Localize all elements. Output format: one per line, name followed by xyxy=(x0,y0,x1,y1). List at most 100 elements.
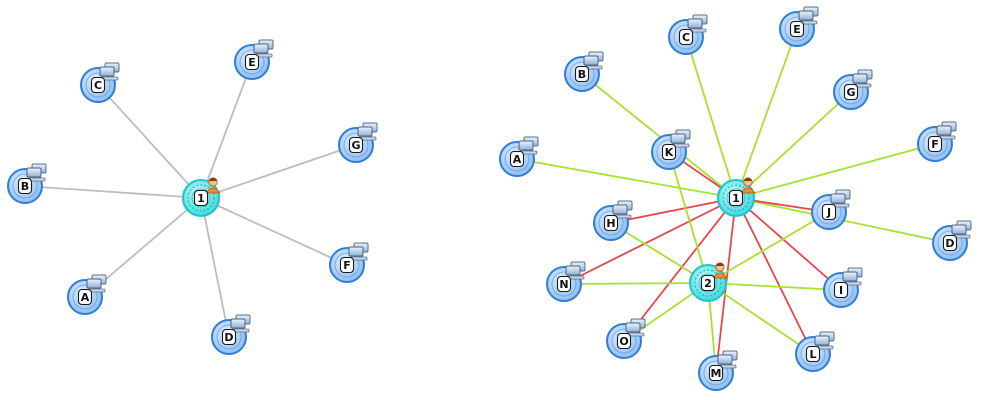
user-icon xyxy=(205,177,221,194)
graph-right-hub-label-1-badge xyxy=(728,189,744,207)
graph-right-device-label-H-badge xyxy=(603,214,619,232)
graph-right-hub-2[interactable]: 2 xyxy=(689,262,728,302)
graph-left-device-C[interactable]: C xyxy=(80,62,120,103)
graph-left-device-A[interactable]: A xyxy=(67,274,107,315)
graph-right-edge-1-G[interactable] xyxy=(735,91,852,199)
graph-right-edge-1-I[interactable] xyxy=(735,197,842,291)
graph-left-device-label-E-badge xyxy=(244,53,260,71)
graph-right-edge-1-B[interactable] xyxy=(581,73,737,199)
graph-right-device-label-F: F xyxy=(931,138,939,151)
computer-icon xyxy=(830,189,851,208)
computer-icon xyxy=(99,62,120,81)
graph-right-device-F[interactable]: F xyxy=(917,121,957,162)
graph-right-device-label-E: E xyxy=(793,23,801,36)
graph-right-hub-1[interactable]: 1 xyxy=(717,177,756,217)
computer-icon xyxy=(518,136,539,155)
graph-right-device-label-I-badge xyxy=(833,281,849,299)
graph-left-device-label-D: D xyxy=(224,331,233,344)
graph-right-edge-1-N[interactable] xyxy=(563,197,737,285)
graph-right-edge-1-A[interactable] xyxy=(516,158,737,199)
graph-right-edge-1-H[interactable] xyxy=(610,197,737,224)
graph-right-device-J[interactable]: J xyxy=(811,189,851,230)
computer-icon xyxy=(625,318,646,337)
graph-left-edge-1-F[interactable] xyxy=(200,197,348,266)
edges-layer xyxy=(24,28,951,374)
graph-right-device-M[interactable]: M xyxy=(698,350,738,391)
graph-left-device-G[interactable]: G xyxy=(338,122,378,163)
graph-right-device-D[interactable]: D xyxy=(932,220,972,261)
graph-left-device-label-F: F xyxy=(343,259,351,272)
graph-right-device-label-M-badge xyxy=(708,364,724,382)
graph-right-device-label-D-badge xyxy=(942,234,958,252)
computer-icon xyxy=(583,51,604,70)
graph-left-device-label-A-badge xyxy=(77,288,93,306)
user-icon xyxy=(740,177,756,194)
computer-icon xyxy=(670,129,691,148)
user-icon xyxy=(712,262,728,279)
graph-left-edge-1-B[interactable] xyxy=(24,185,202,199)
graph-right-edge-1-F[interactable] xyxy=(735,143,936,199)
graph-right-device-N[interactable]: N xyxy=(546,261,586,302)
graph-right-device-B[interactable]: B xyxy=(564,51,604,92)
computer-icon xyxy=(842,267,863,286)
graph-left-edge-1-E[interactable] xyxy=(200,61,253,199)
computer-icon xyxy=(798,6,819,25)
graph-left-device-label-A: A xyxy=(81,291,90,304)
graph-right-device-label-O-badge xyxy=(616,332,632,350)
graph-right-device-label-N: N xyxy=(559,278,568,291)
computer-icon xyxy=(936,121,957,140)
graph-right-device-label-K: K xyxy=(665,146,674,159)
graph-right-device-label-F-badge xyxy=(927,135,943,153)
graph-right-edge-1-O[interactable] xyxy=(623,197,737,342)
computer-icon xyxy=(717,350,738,369)
graph-right-device-G[interactable]: G xyxy=(833,69,873,110)
graph-right-device-label-G: G xyxy=(846,86,855,99)
graph-left-edge-1-D[interactable] xyxy=(200,197,230,338)
computer-icon xyxy=(357,122,378,141)
graph-right-device-K[interactable]: K xyxy=(651,129,691,170)
graph-right-edge-2-H[interactable] xyxy=(610,222,709,284)
graph-right-edge-1-E[interactable] xyxy=(735,28,798,199)
graph-right-edge-2-K[interactable] xyxy=(668,151,709,284)
graph-left-device-label-G-badge xyxy=(348,136,364,154)
graph-right-edge-2-N[interactable] xyxy=(563,282,709,285)
graph-left-device-label-E: E xyxy=(248,56,256,69)
graph-right-device-H[interactable]: H xyxy=(593,200,633,241)
graph-left-device-E[interactable]: E xyxy=(234,39,274,80)
computer-icon xyxy=(951,220,972,239)
graph-left-edges xyxy=(24,61,357,338)
graph-right-device-label-L-badge xyxy=(805,345,821,363)
graph-left-device-B[interactable]: B xyxy=(7,163,47,204)
graph-right-edge-2-J[interactable] xyxy=(707,211,830,284)
graph-right-edge-1-C[interactable] xyxy=(685,36,737,199)
graph-left-device-label-C-badge xyxy=(90,76,106,94)
graph-left-device-label-C: C xyxy=(94,79,102,92)
graph-right-device-L[interactable]: L xyxy=(795,331,835,372)
graph-right-device-label-N-badge xyxy=(556,275,572,293)
graph-right-device-label-G-badge xyxy=(843,83,859,101)
graph-right-device-E[interactable]: E xyxy=(779,6,819,47)
graph-right-device-O[interactable]: O xyxy=(606,318,646,359)
graph-left-edge-1-G[interactable] xyxy=(200,144,357,199)
computer-icon xyxy=(348,242,369,261)
computer-icon xyxy=(253,39,274,58)
graph-left-hub-1[interactable]: 1 xyxy=(182,177,221,217)
graph-right-device-label-O: O xyxy=(619,335,628,348)
graph-right-device-A[interactable]: A xyxy=(499,136,539,177)
graph-right-edge-1-L[interactable] xyxy=(735,197,814,355)
graph-right-device-C[interactable]: C xyxy=(668,14,708,55)
graph-right-edge-2-I[interactable] xyxy=(707,282,842,291)
graph-right-hub-label-1: 1 xyxy=(732,192,740,205)
graph-right-edge-2-L[interactable] xyxy=(707,282,814,355)
graph-right-device-I[interactable]: I xyxy=(823,267,863,308)
graph-left-device-label-G: G xyxy=(351,139,360,152)
graph-left-device-F[interactable]: F xyxy=(329,242,369,283)
graph-right-hub-label-2-badge xyxy=(700,274,716,292)
graph-left-edge-1-C[interactable] xyxy=(97,84,202,199)
graph-right-hub-label-2: 2 xyxy=(704,277,712,290)
graph-left-hub-label-1-badge xyxy=(193,189,209,207)
graph-right-edges xyxy=(516,28,951,374)
graph-left-device-D[interactable]: D xyxy=(211,314,251,355)
